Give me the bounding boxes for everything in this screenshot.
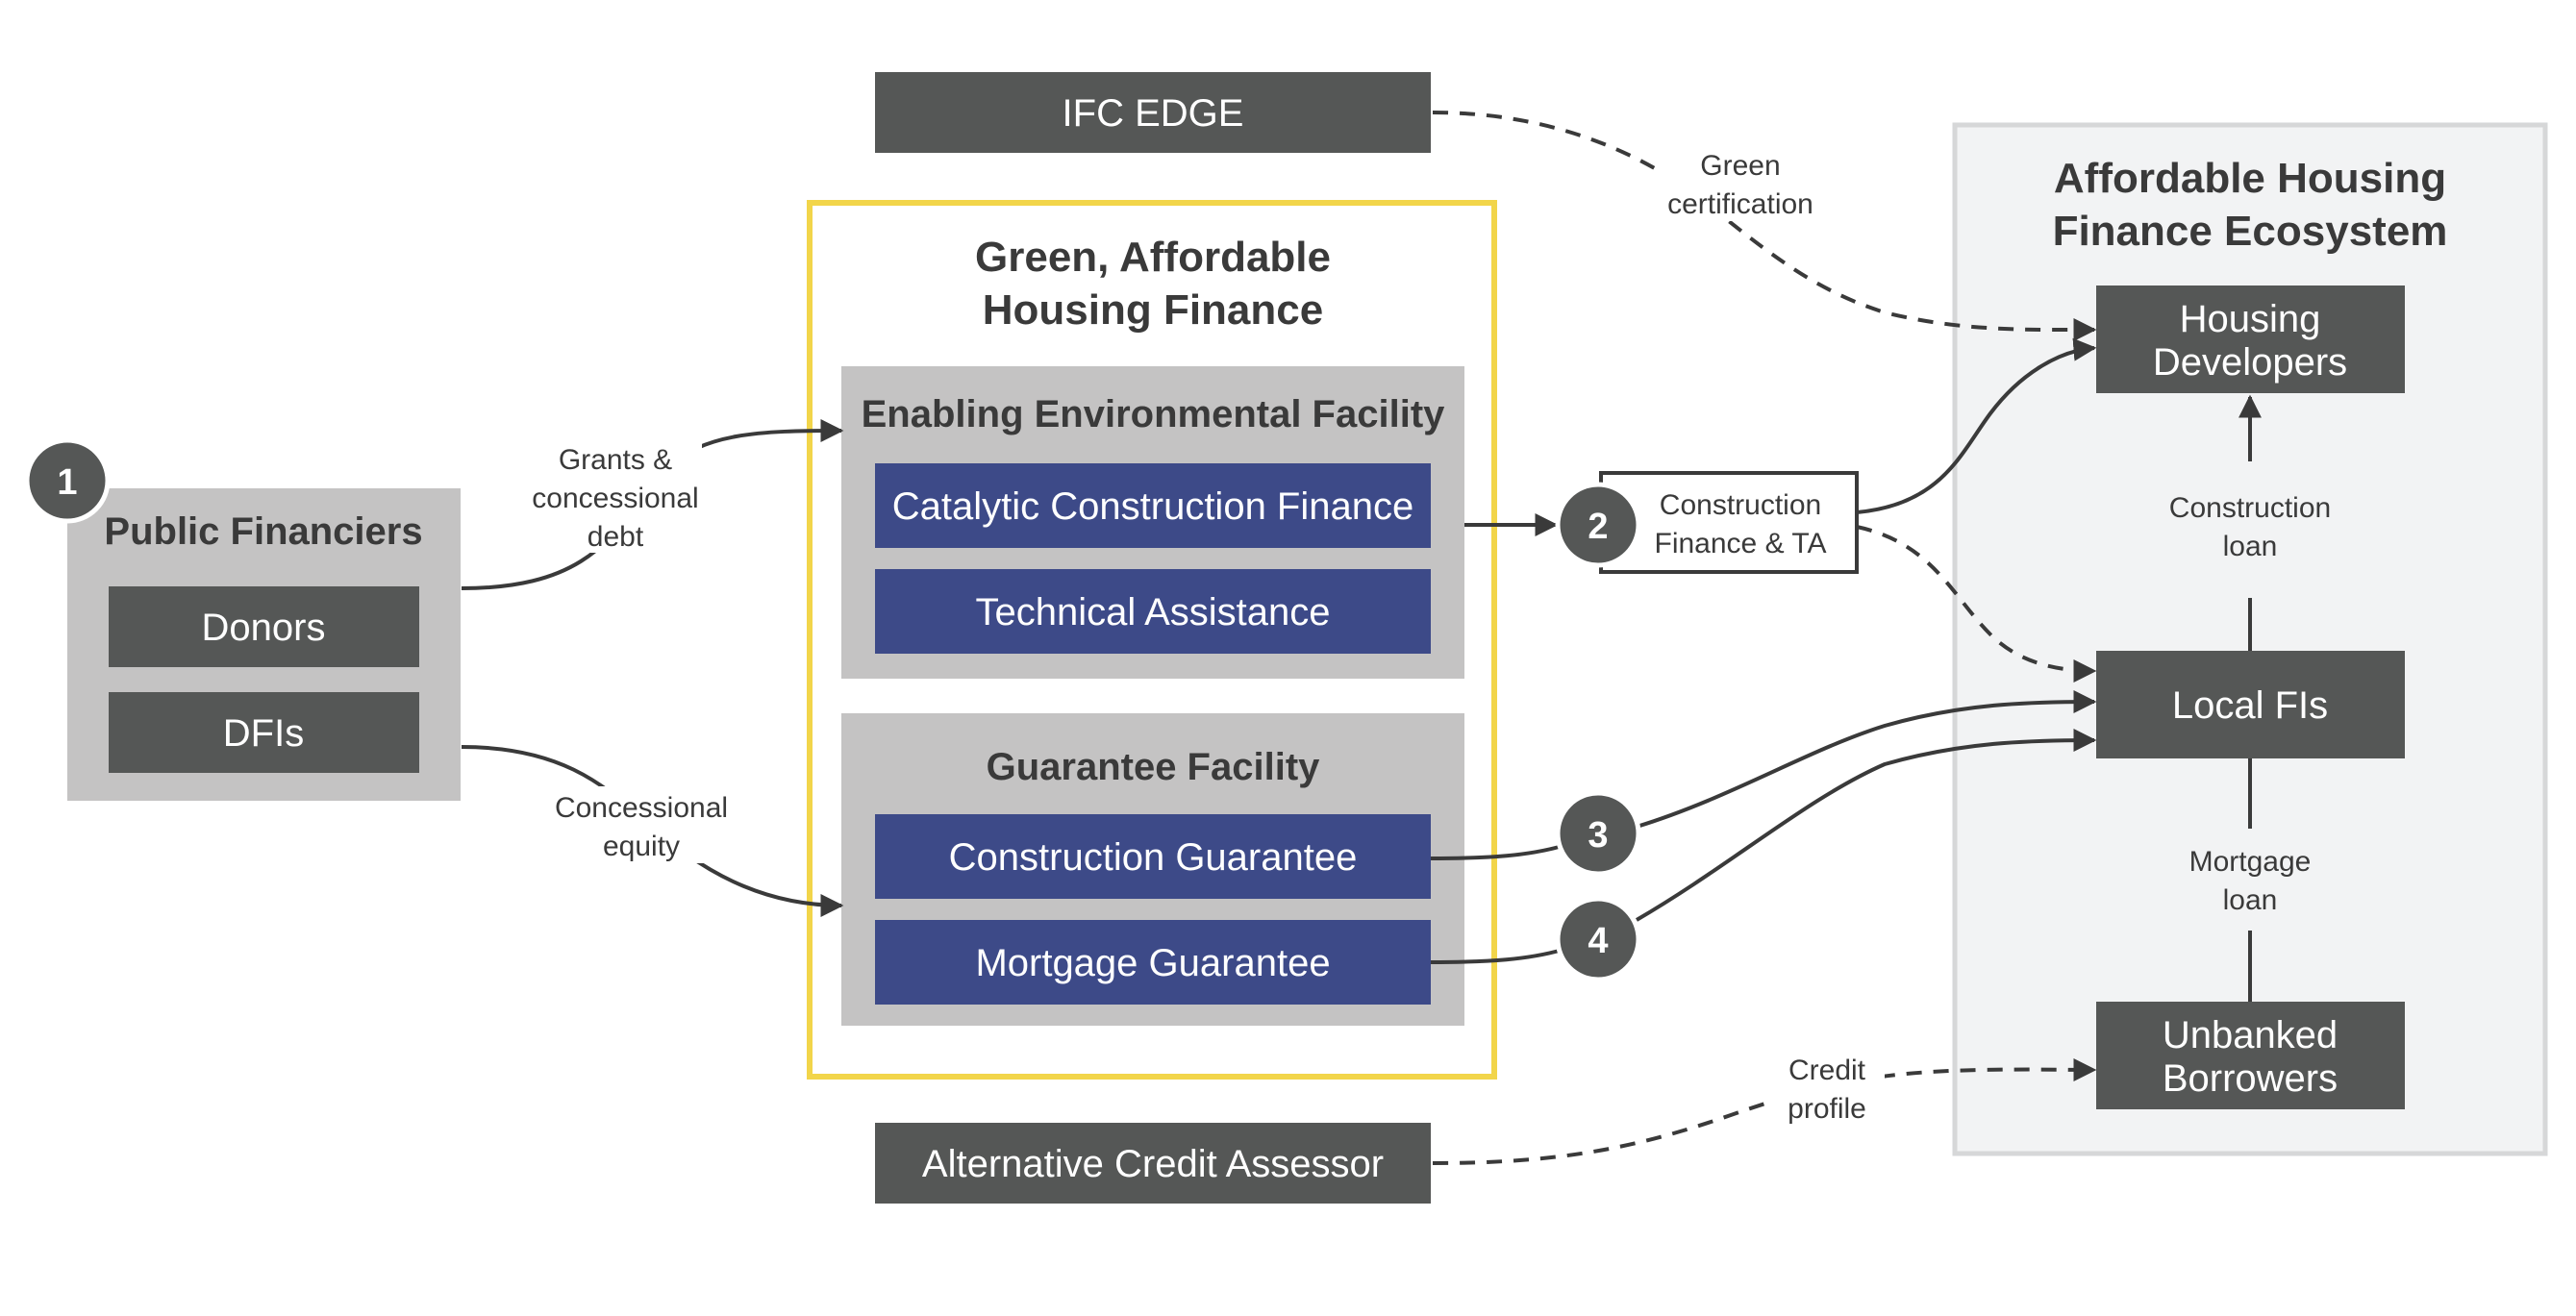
local-fis-label: Local FIs	[2172, 684, 2328, 727]
label-bg-grants	[524, 437, 702, 553]
construction-guarantee-box	[875, 814, 1431, 899]
edge-label-equity-2: equity	[603, 831, 680, 862]
donors-box	[109, 586, 419, 667]
edge-label-mortgage-loan-1: Mortgage	[2189, 846, 2312, 878]
technical-assistance-box	[875, 569, 1431, 654]
guarantee-facility-title: Guarantee Facility	[987, 746, 1321, 788]
edge-3-to-localfis	[1636, 690, 2097, 829]
edge-label-grants-2: concessional	[532, 483, 698, 514]
housing-developers-line2: Developers	[2153, 341, 2347, 384]
mortgage-guarantee-label: Mortgage Guarantee	[975, 942, 1330, 984]
badge-3	[1555, 790, 1641, 877]
badge-4-label: 4	[1588, 921, 1608, 961]
badge-3-label: 3	[1588, 815, 1608, 856]
label-bg-credit	[1769, 1048, 1885, 1125]
edge-label-grants-3: debt	[588, 521, 644, 553]
edge-cf-to-localfis	[1856, 525, 2097, 683]
edge-label-mortgage-loan-2: loan	[2223, 884, 2278, 916]
edge-label-construction-loan-2: loan	[2223, 531, 2278, 562]
unbanked-borrowers-line1: Unbanked	[2163, 1014, 2338, 1056]
ifc-edge-label: IFC EDGE	[1063, 92, 1244, 135]
label-bg-green-cert	[1656, 144, 1838, 221]
green-housing-finance-frame	[807, 200, 1497, 1080]
credit-assessor-label: Alternative Credit Assessor	[922, 1143, 1384, 1185]
ecosystem-title-line2: Finance Ecosystem	[2053, 208, 2448, 255]
catalytic-finance-label: Catalytic Construction Finance	[892, 485, 1413, 528]
mortgage-guarantee-box	[875, 920, 1431, 1005]
construction-guarantee-label: Construction Guarantee	[949, 836, 1358, 879]
edge-label-construction-loan-1: Construction	[2169, 492, 2331, 524]
construction-finance-line2: Finance & TA	[1655, 528, 1827, 559]
edge-ifc-green-cert	[1432, 111, 2097, 342]
edge-label-green-cert-1: Green	[1700, 150, 1780, 182]
ecosystem-title-line1: Affordable Housing	[2054, 155, 2446, 202]
ifc-edge-box	[875, 72, 1431, 153]
badge-1	[24, 437, 111, 524]
donors-label: Donors	[202, 607, 326, 649]
label-bg-equity	[543, 786, 736, 863]
green-housing-title-line1: Green, Affordable	[975, 234, 1331, 281]
enabling-facility-title: Enabling Environmental Facility	[862, 393, 1446, 435]
edge-label-green-cert-2: certification	[1667, 188, 1813, 220]
badge-4	[1555, 896, 1641, 982]
edge-4-to-localfis	[1635, 729, 2097, 922]
technical-assistance-label: Technical Assistance	[975, 591, 1330, 633]
dfis-label: DFIs	[223, 712, 304, 755]
badge-2-label: 2	[1588, 507, 1608, 547]
edge-label-equity-1: Concessional	[555, 792, 728, 824]
housing-developers-line1: Housing	[2180, 298, 2321, 340]
unbanked-borrowers-box	[2096, 1002, 2405, 1109]
edge-label-credit-1: Credit	[1788, 1055, 1866, 1086]
edge-cg-to-3	[1430, 844, 1563, 860]
edge-mg-to-4	[1430, 948, 1563, 964]
public-financiers-title: Public Financiers	[104, 510, 422, 553]
construction-finance-line1: Construction	[1660, 489, 1821, 521]
badge-1-label: 1	[57, 462, 77, 503]
badge-2	[1555, 482, 1641, 568]
housing-developers-box	[2096, 286, 2405, 393]
edge-label-grants-1: Grants &	[559, 444, 672, 476]
unbanked-borrowers-line2: Borrowers	[2163, 1057, 2338, 1100]
green-housing-title-line2: Housing Finance	[983, 286, 1323, 334]
credit-assessor-box	[875, 1123, 1431, 1204]
dfis-box	[109, 692, 419, 773]
local-fis-box	[2096, 651, 2405, 758]
edge-label-credit-2: profile	[1788, 1093, 1866, 1125]
edge-cf-to-developers	[1856, 337, 2097, 514]
catalytic-finance-box	[875, 463, 1431, 548]
